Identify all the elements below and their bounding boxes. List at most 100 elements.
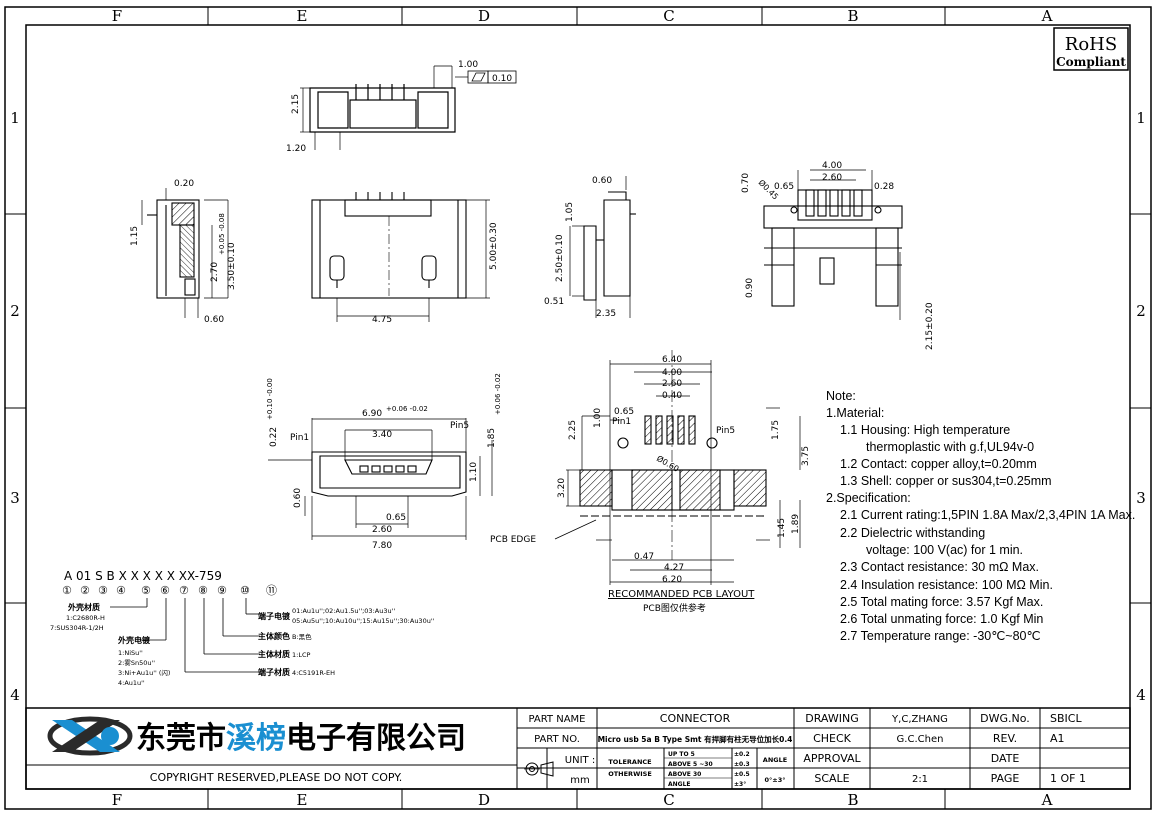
note-line-1: 1.Material: — [826, 406, 884, 420]
dim-1-45: 1.45 — [777, 518, 787, 538]
pin5-label-elev: Pin5 — [450, 421, 469, 431]
terminal-plating-title: 端子电镀 — [258, 611, 291, 621]
spec-notes: Note: 1.Material: 1.1 Housing: High temp… — [826, 389, 1135, 643]
zone-bottom-f: F — [112, 791, 122, 809]
page-value: 1 OF 1 — [1050, 772, 1086, 785]
dim-4-27: 4.27 — [664, 563, 684, 573]
dim-4-00-rear: 4.00 — [822, 161, 842, 171]
dim-0-22-tol: +0.10 -0.00 — [266, 378, 274, 420]
dim-0-70: 0.70 — [741, 173, 751, 193]
copyright-notice: COPYRIGHT RESERVED,PLEASE DO NOT COPY. — [150, 771, 402, 784]
body-color-value: B:黑色 — [292, 632, 312, 641]
part-code-num-10: ⑩ — [240, 584, 250, 597]
note-line-12: 2.5 Total mating force: 3.57 Kgf Max. — [840, 595, 1043, 609]
dim-1-20: 1.20 — [286, 144, 306, 154]
zone-labels: F E D C B A F E D C B A 1 2 3 4 1 2 3 4 — [10, 7, 1146, 809]
zone-right-4: 4 — [1136, 686, 1146, 704]
shell-material-title: 外壳材质 — [68, 602, 100, 612]
note-line-10: 2.3 Contact resistance: 30 mΩ Max. — [840, 560, 1039, 574]
body-material-value: 1:LCP — [292, 651, 310, 659]
dim-0-65-elev: 0.65 — [386, 513, 406, 523]
dim-0-90: 0.90 — [745, 278, 755, 298]
dim-6-40: 6.40 — [662, 355, 682, 365]
otherwise-label: OTHERWISE — [608, 770, 652, 778]
dim-7-80: 7.80 — [372, 541, 392, 551]
dim-2-35: 2.35 — [596, 309, 616, 319]
compliant-text: Compliant — [1056, 55, 1126, 69]
dim-1-00-pcb: 1.00 — [593, 408, 603, 428]
pcb-layout-view — [554, 350, 801, 585]
date-label: DATE — [991, 752, 1020, 765]
sheet-frame — [4, 6, 1152, 810]
part-code-num-6: ⑥ — [160, 584, 170, 597]
part-no-value: Micro usb 5a B Type Smt 有捍脚有柱无导位加长0.4 — [598, 734, 793, 744]
dim-2-60-elev: 2.60 — [372, 525, 392, 535]
dim-1-85: 1.85 — [487, 428, 497, 448]
check-label: CHECK — [813, 732, 852, 745]
tol-row-3-value: ±0.5 — [734, 771, 750, 778]
dim-3-40: 3.40 — [372, 430, 392, 440]
note-line-0: Note: — [826, 389, 856, 403]
terminal-plating-line1: 01:Au1u'';02:Au1.5u'';03:Au3u'' — [292, 607, 395, 615]
shell-plating-3: 3:Ni+Au1u'' (闪) — [118, 668, 170, 677]
dim-6-90-tol: +0.06 -0.02 — [386, 405, 428, 413]
pcb-edge-label: PCB EDGE — [490, 535, 536, 545]
dim-1-05: 1.05 — [565, 202, 575, 222]
part-code-num-5: ⑤ — [141, 584, 151, 597]
zone-bottom-c: C — [663, 791, 674, 809]
dim-1-15: 1.15 — [130, 226, 140, 246]
angle-label: ANGLE — [763, 756, 787, 764]
dim-0-28: 0.28 — [874, 182, 894, 192]
front-elevation — [268, 418, 493, 540]
company-name-part3: 电子有限公司 — [286, 721, 466, 756]
note-line-11: 2.4 Insulation resistance: 100 MΩ Min. — [840, 578, 1053, 592]
front-view — [311, 192, 490, 322]
dwg-no-label: DWG.No. — [980, 712, 1030, 725]
pcb-reference-note: PCB图仅供参考 — [643, 602, 706, 614]
check-value: G.C.Chen — [897, 734, 944, 745]
company-name: 东莞市溪榜电子有限公司 — [136, 721, 466, 756]
tol-row-4-value: ±3° — [734, 781, 746, 788]
zone-top-e: E — [297, 7, 308, 25]
note-line-8: 2.2 Dielectric withstanding — [840, 526, 985, 540]
zone-left-4: 4 — [10, 686, 20, 704]
zone-bottom-d: D — [478, 791, 490, 809]
zone-bottom-e: E — [297, 791, 308, 809]
note-line-5: 1.3 Shell: copper or sus304,t=0.25mm — [840, 474, 1052, 488]
dim-2-15-rear: 2.15±0.20 — [925, 302, 935, 350]
rohs-badge: RoHS Compliant — [1053, 27, 1129, 71]
part-code-num-9: ⑨ — [217, 584, 227, 597]
part-code-num-4: ④ — [116, 584, 126, 597]
shell-plating-2: 2:雾Sn50u'' — [118, 659, 155, 667]
zone-left-3: 3 — [10, 489, 20, 507]
part-name-label: PART NAME — [528, 714, 585, 725]
dim-2-15-top: 2.15 — [291, 94, 301, 114]
note-line-4: 1.2 Contact: copper alloy,t=0.20mm — [840, 457, 1037, 471]
drawing-value: Y,C,ZHANG — [891, 714, 948, 725]
dim-0-60-sidec: 0.60 — [592, 176, 612, 186]
zone-top-a: A — [1041, 7, 1053, 25]
dim-0-40: 0.40 — [662, 391, 682, 401]
dim-0-65-rear: 0.65 — [774, 182, 794, 192]
part-name-value: CONNECTOR — [660, 712, 731, 725]
rev-label: REV. — [993, 732, 1017, 745]
top-view — [300, 65, 517, 150]
tol-row-1: UP TO 5 — [668, 751, 695, 758]
angle-value: 0°±3° — [765, 776, 786, 784]
tol-row-4: ANGLE — [668, 781, 691, 788]
terminal-plating-line2: 05:Au5u'';10:Au10u'';15:Au15u'';30:Au30u… — [292, 617, 435, 625]
approval-label: APPROVAL — [803, 752, 861, 765]
scale-value: 2:1 — [912, 774, 928, 785]
shell-plating-4: 4:Au1u'' — [118, 679, 145, 687]
note-line-7: 2.1 Current rating:1,5PIN 1.8A Max/2,3,4… — [840, 508, 1135, 522]
side-section-view — [141, 188, 229, 318]
tol-row-3: ABOVE 30 — [668, 771, 701, 778]
company-name-part1: 东莞市 — [136, 721, 226, 756]
tol-row-2-value: ±0.3 — [734, 761, 750, 768]
terminal-material-value: 4:C5191R-EH — [292, 669, 335, 677]
part-no-label: PART NO. — [534, 734, 580, 745]
zone-left-2: 2 — [10, 302, 20, 320]
zone-top-d: D — [478, 7, 490, 25]
shell-plating-title: 外壳电镀 — [118, 635, 151, 645]
